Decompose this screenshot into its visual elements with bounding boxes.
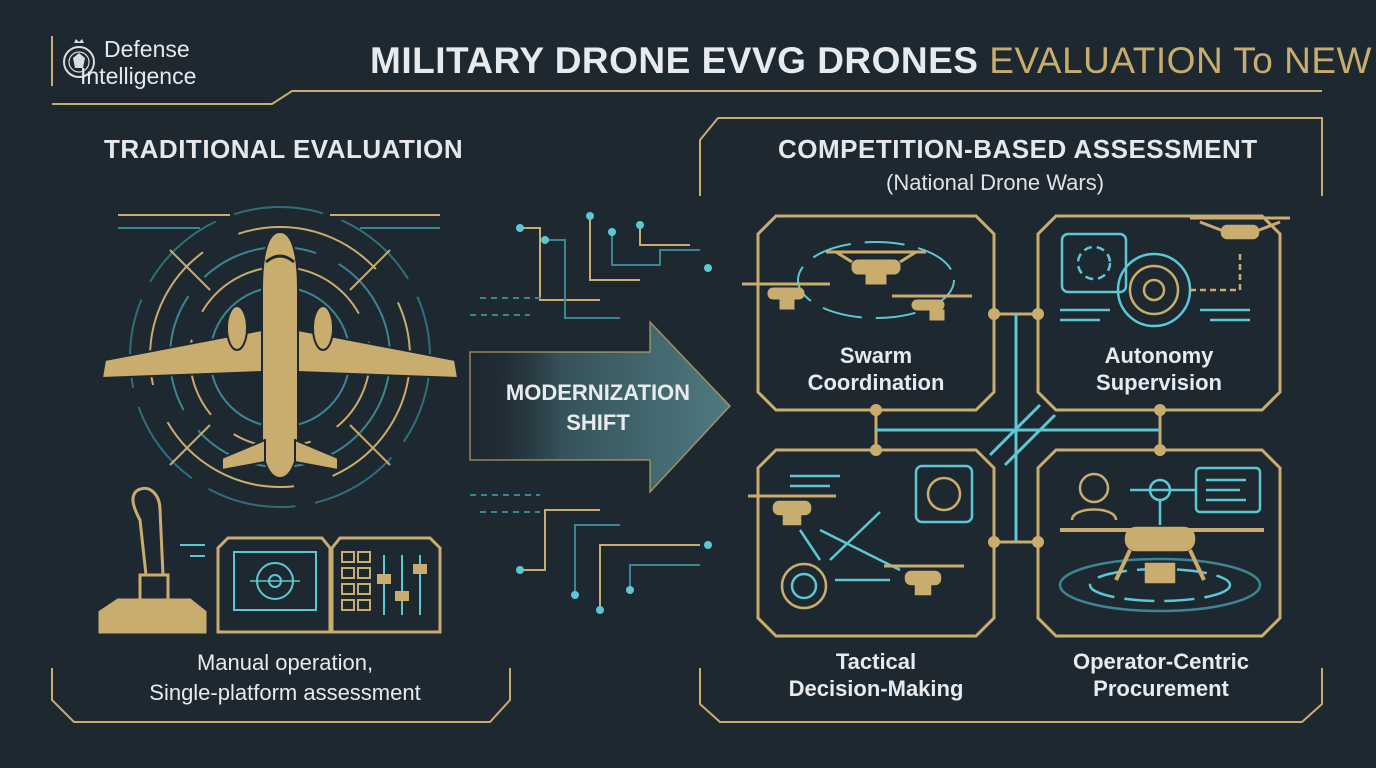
card-swarm-line2: Coordination	[807, 370, 945, 395]
tactical-drones-icon	[748, 464, 974, 610]
card-tactical-line2: Decision-Making	[788, 676, 964, 701]
card-autonomy-line2: Supervision	[1096, 370, 1222, 395]
arrow-label: MODERNIZATION SHIFT	[478, 378, 718, 438]
modernization-arrow	[469, 320, 732, 494]
card-operator-line1: Operator-Centric	[1072, 649, 1250, 674]
defense-emblem-icon	[63, 39, 95, 78]
card-operator-caption: Operator-Centric Procurement	[1030, 648, 1292, 702]
brand-name-line1: Defense	[104, 36, 190, 62]
operator-drone-icon	[1058, 466, 1264, 613]
left-caption-line1: Manual operation,	[196, 650, 374, 675]
brand-name-line2: Intelligence	[80, 63, 197, 89]
drone-swarm-icon	[742, 241, 972, 321]
left-caption-line2: Single-platform assessment	[149, 680, 421, 705]
arrow-label-line1: MODERNIZATION	[505, 380, 691, 405]
header-divider	[51, 36, 1322, 105]
page-title-part2: EVALUATION To NEW	[989, 40, 1372, 81]
card-swarm-line1: Swarm	[839, 343, 913, 368]
card-autonomy-caption: Autonomy Supervision	[1038, 342, 1280, 396]
left-panel-frame	[51, 668, 511, 723]
card-autonomy-line1: Autonomy	[1104, 343, 1214, 368]
left-panel-caption: Manual operation, Single-platform assess…	[110, 648, 460, 708]
card-tactical-line1: Tactical	[835, 649, 917, 674]
circuit-traces	[470, 212, 712, 614]
fixed-wing-aircraft-icon	[100, 230, 460, 480]
joystick-icon	[98, 486, 207, 634]
card-swarm-caption: Swarm Coordination	[758, 342, 994, 396]
right-panel-subheading: (National Drone Wars)	[886, 170, 1105, 195]
right-panel-heading: COMPETITION-BASED ASSESSMENT	[778, 134, 1258, 164]
card-tactical-caption: Tactical Decision-Making	[740, 648, 1012, 702]
right-panel-frame	[699, 117, 1323, 723]
page-title: MILITARY DRONE EVVG DRONES EVALUATION To…	[370, 40, 1372, 82]
card-connectors	[870, 308, 1166, 548]
autonomy-gear-icon	[1060, 216, 1290, 328]
arrow-label-line2: SHIFT	[566, 410, 630, 435]
radar-console-icon	[216, 536, 332, 634]
card-operator-line2: Procurement	[1093, 676, 1229, 701]
page-title-part1: MILITARY DRONE EVVG DRONES	[370, 40, 979, 81]
control-panel-icon	[330, 536, 442, 634]
left-panel-heading: TRADITIONAL EVALUATION	[104, 134, 464, 164]
